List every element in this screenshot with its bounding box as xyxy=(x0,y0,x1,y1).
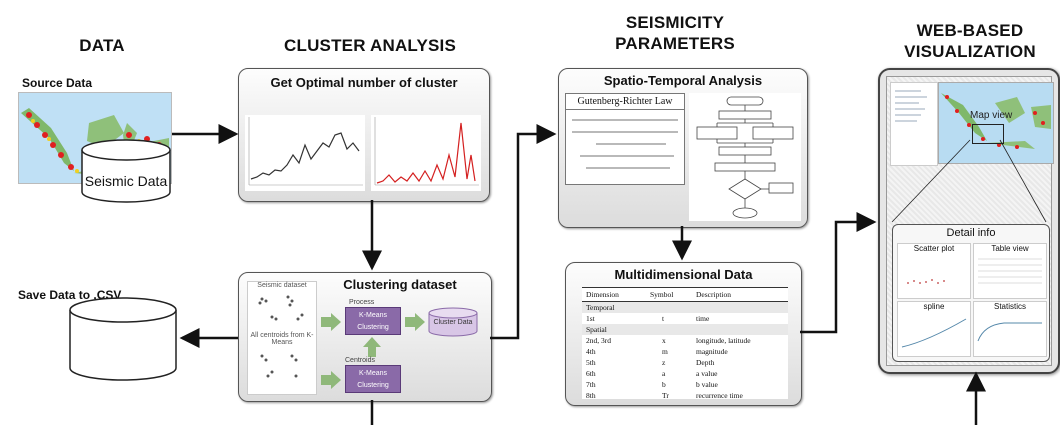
green-arrow-up xyxy=(363,337,381,357)
gr-formula-box: Gutenberg-Richter Law xyxy=(565,93,685,185)
seismicity-line-2: PARAMETERS xyxy=(615,34,735,53)
cluster-data-cylinder xyxy=(425,307,481,337)
table-cell: 5th xyxy=(586,358,596,367)
table-view-label: Table view xyxy=(991,244,1029,253)
table-cell: magnitude xyxy=(696,347,728,356)
map-zoom-box xyxy=(972,124,1004,144)
column-header-cluster-analysis: CLUSTER ANALYSIS xyxy=(284,36,456,55)
kmeans-box-2: K-Means Clustering xyxy=(345,365,401,393)
cluster-data-label: Cluster Data xyxy=(433,319,473,326)
kmeans-box-1: K-Means Clustering xyxy=(345,307,401,335)
table-view-card: Table view xyxy=(973,243,1047,299)
web-device-frame: Map view Detail info Scatter plot Table … xyxy=(878,68,1060,374)
line-chart-red xyxy=(371,115,481,191)
web-line-2: VISUALIZATION xyxy=(904,42,1036,61)
source-data-label: Source Data xyxy=(22,76,93,90)
spline-card: spline xyxy=(897,301,971,357)
scatter-plot-label: Scatter plot xyxy=(913,244,955,253)
table-row: 1st t time xyxy=(582,313,788,324)
spatio-temporal-panel: Spatio-Temporal Analysis Gutenberg-Richt… xyxy=(558,68,808,228)
table-cell: 7th xyxy=(586,380,596,389)
web-sidebar xyxy=(890,82,938,166)
flowchart xyxy=(689,93,801,221)
table-cell: a xyxy=(662,369,666,378)
table-cell: Depth xyxy=(696,358,715,367)
inner-seismic-dataset-label: Seismic dataset xyxy=(257,282,307,289)
table-cell: 8th xyxy=(586,391,596,400)
scatter-clusters-icon xyxy=(258,295,304,321)
table-group-temporal: Temporal xyxy=(582,302,788,313)
table-cell: x xyxy=(662,336,666,345)
table-cell: recurrence time xyxy=(696,391,743,400)
save-csv-label: Save Data to .CSV xyxy=(18,288,122,302)
detail-info-panel: Detail info Scatter plot Table view spli… xyxy=(892,224,1050,362)
seismic-data-label: Seismic Data xyxy=(84,173,168,189)
process-label: Process xyxy=(349,299,375,306)
table-cell: 1st xyxy=(586,314,595,323)
line-chart-dark xyxy=(245,115,365,191)
multidimensional-title: Multidimensional Data xyxy=(614,267,753,282)
table-header-dimension: Dimension xyxy=(586,290,619,299)
seismic-database xyxy=(80,138,172,204)
green-arrow-2 xyxy=(405,313,425,331)
table-header-row: Dimension Symbol Description xyxy=(582,287,788,302)
table-header-description: Description xyxy=(696,290,731,299)
table-row: 4th m magnitude xyxy=(582,346,788,357)
optimal-cluster-panel: Get Optimal number of cluster xyxy=(238,68,490,202)
table-row: 8th Tr recurrence time xyxy=(582,390,788,401)
arrow-clustering-to-spatio xyxy=(490,124,557,340)
multidimensional-panel: Multidimensional Data Dimension Symbol D… xyxy=(565,262,802,406)
clustering-dataset-panel: Clustering dataset Seismic dataset All c… xyxy=(238,272,492,402)
table-cell: 4th xyxy=(586,347,596,356)
table-cell: a value xyxy=(696,369,718,378)
column-header-web: WEB-BASED VISUALIZATION xyxy=(880,20,1060,62)
cluster-inner-left: Seismic dataset All centroids from K-Mea… xyxy=(247,281,317,395)
arrow-multi-to-web xyxy=(800,212,877,334)
seismicity-line-1: SEISMICITY xyxy=(625,13,725,32)
optimal-cluster-title: Get Optimal number of cluster xyxy=(270,75,458,90)
table-cell: b xyxy=(662,380,666,389)
table-cell: time xyxy=(696,314,710,323)
table-cell: m xyxy=(662,347,668,356)
table-cell: z xyxy=(662,358,666,367)
inner-centroids-label: All centroids from K-Means xyxy=(250,332,314,346)
csv-database xyxy=(68,296,178,382)
table-cell: b value xyxy=(696,380,718,389)
map-view-label: Map view xyxy=(970,110,1013,121)
gr-law-label: Gutenberg-Richter Law xyxy=(566,94,684,110)
clustering-dataset-title: Clustering dataset xyxy=(343,277,457,292)
table-cell: t xyxy=(662,314,665,323)
statistics-label: Statistics xyxy=(993,302,1026,311)
green-arrow-1 xyxy=(321,313,341,331)
table-header-symbol: Symbol xyxy=(650,290,674,299)
web-map-thumbnail xyxy=(938,82,1054,164)
centroid-clusters-icon xyxy=(260,354,298,378)
column-header-data: DATA xyxy=(79,36,125,55)
table-row: 2nd, 3rd x longitude, latitude xyxy=(582,335,788,346)
table-cell: 6th xyxy=(586,369,596,378)
table-cell: longitude, latitude xyxy=(696,336,751,345)
column-header-seismicity: SEISMICITY PARAMETERS xyxy=(580,12,770,54)
green-arrow-3 xyxy=(321,371,341,389)
table-row: 5th z Depth xyxy=(582,357,788,368)
centroids-label: Centroids xyxy=(345,357,375,364)
formula-lines-icon xyxy=(572,119,678,169)
table-row: 7th b b value xyxy=(582,379,788,390)
detail-info-title: Detail info xyxy=(946,227,996,239)
scatter-plot-card: Scatter plot xyxy=(897,243,971,299)
dimension-table: Dimension Symbol Description Temporal 1s… xyxy=(582,287,788,401)
statistics-card: Statistics xyxy=(973,301,1047,357)
web-line-1: WEB-BASED xyxy=(916,21,1024,40)
table-row: 6th a a value xyxy=(582,368,788,379)
table-cell: Tr xyxy=(662,391,669,400)
spatio-temporal-title: Spatio-Temporal Analysis xyxy=(603,73,763,88)
table-cell: 2nd, 3rd xyxy=(586,336,611,345)
spline-label: spline xyxy=(923,302,945,311)
table-group-spatial: Spatial xyxy=(582,324,788,335)
zoom-lines xyxy=(891,139,1047,223)
